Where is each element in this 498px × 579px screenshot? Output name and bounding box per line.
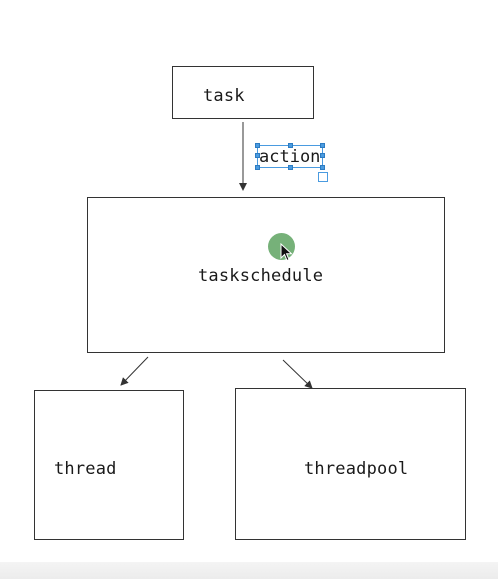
node-taskschedule-label: taskschedule (198, 266, 324, 286)
resize-handle-middle-left[interactable] (255, 153, 260, 158)
edge-taskschedule-to-thread[interactable] (120, 356, 149, 386)
node-thread[interactable]: thread (34, 390, 184, 540)
resize-handle-middle-right[interactable] (320, 153, 325, 158)
node-task[interactable]: task (172, 66, 314, 119)
resize-handle-top-center[interactable] (288, 143, 293, 148)
resize-handle-top-right[interactable] (320, 143, 325, 148)
anchor-handle[interactable] (318, 172, 328, 182)
node-task-label: task (203, 86, 245, 106)
node-taskschedule[interactable]: taskschedule (87, 197, 445, 353)
edge-taskschedule-to-threadpool[interactable] (282, 359, 313, 389)
arrow-pointer-icon (280, 243, 293, 262)
node-threadpool[interactable]: threadpool (235, 388, 466, 540)
resize-handle-bottom-right[interactable] (320, 165, 325, 170)
node-thread-label: thread (54, 459, 117, 479)
edge-label-action-text: action (259, 147, 321, 167)
window-bottom-edge (0, 562, 498, 579)
node-threadpool-label: threadpool (304, 459, 409, 479)
resize-handle-top-left[interactable] (255, 143, 260, 148)
resize-handle-bottom-left[interactable] (255, 165, 260, 170)
resize-handle-bottom-center[interactable] (288, 165, 293, 170)
